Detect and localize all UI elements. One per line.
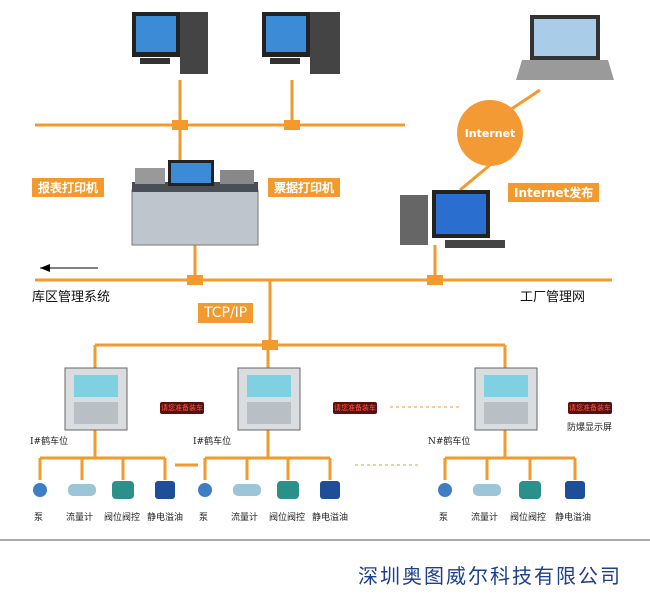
desktop-pc (400, 190, 505, 248)
company-name: 深圳奥图威尔科技有限公司 (358, 564, 622, 588)
device-pump-1: 泵 (34, 513, 44, 523)
device-valve-1: 阀位阀控 (104, 513, 141, 523)
controller-1 (64, 367, 128, 431)
control-console (131, 160, 259, 246)
laptop (516, 15, 614, 80)
device-valve-n: 阀位阀控 (510, 513, 547, 523)
factory-network-label: 工厂管理网 (520, 290, 586, 305)
workstation-1 (132, 12, 208, 74)
ticket-printer-label: 票据打印机 (268, 178, 341, 197)
loader-label-2: I#鹤车位 (193, 437, 232, 447)
report-printer-label: 报表打印机 (32, 178, 105, 197)
loader-label-1: I#鹤车位 (30, 437, 69, 447)
device-flowmeter-2: 流量计 (231, 513, 259, 523)
device-flowmeter-n: 流量计 (471, 513, 499, 523)
device-flowmeter-1: 流量计 (66, 513, 94, 523)
device-valve-2: 阀位阀控 (269, 513, 306, 523)
device-pump-n: 泵 (439, 513, 449, 523)
device-icons (33, 481, 585, 499)
workstation-2 (262, 12, 340, 74)
internet-publish-label: Internet发布 (508, 183, 600, 202)
loader-label-n: N#鹤车位 (428, 437, 471, 447)
tcpip-label: TCP/IP (198, 303, 254, 323)
controller-2 (237, 367, 301, 431)
device-static-n: 静电溢油 (555, 513, 592, 523)
device-static-2: 静电溢油 (312, 513, 349, 523)
internet-bubble: Internet (457, 100, 523, 166)
depot-system-label: 库区管理系统 (32, 290, 111, 305)
device-static-1: 静电溢油 (147, 513, 184, 523)
device-pump-2: 泵 (199, 513, 209, 523)
controller-n (474, 367, 538, 431)
display-sign-n: 请您准备装车 (568, 402, 612, 414)
display-sign-1: 请您准备装车 (160, 402, 204, 414)
explosion-display-label: 防爆显示屏 (567, 423, 613, 433)
display-sign-2: 请您准备装车 (333, 402, 377, 414)
